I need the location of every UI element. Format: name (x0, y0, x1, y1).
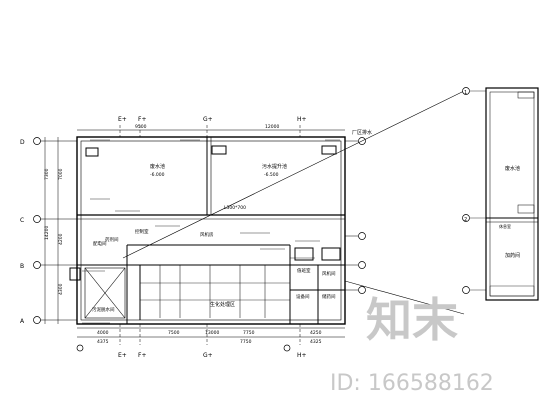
column-label: F+ (138, 116, 146, 123)
room-label: 配电间 (93, 240, 107, 247)
detail-labels: 废水池 加药间 休息室 1 2 (464, 90, 520, 259)
detail-room-label: 休息室 (499, 223, 511, 229)
room-label: 药剂间 (105, 236, 119, 243)
column-label: F+ (138, 352, 146, 359)
grid-axes (40, 125, 358, 345)
column-label: G+ (203, 116, 213, 123)
watermark-id: ID: 166588162 (330, 371, 494, 396)
tank-left-level: -6.000 (150, 172, 165, 178)
room-label: 储药间 (322, 293, 336, 300)
room-labels: 废水池 -6.000 污水提升池 -6.500 L300*700 厂区排水 配电… (92, 129, 372, 313)
column-labels-bottom: E+ F+ G+ H+ (118, 352, 307, 359)
room-label: 控制室 (135, 228, 149, 235)
detail-room-label: 加药间 (505, 252, 520, 259)
detail-plan (470, 87, 539, 301)
detail-bubbles (462, 87, 470, 294)
dimension-text: 9500 12000 4000 7500 13000 7750 4250 437… (44, 124, 322, 345)
right-note: 厂区排水 (352, 129, 372, 136)
dimension-left: 7300 (44, 168, 50, 180)
dimension-bottom: 7500 (168, 330, 180, 336)
column-label: G+ (203, 352, 213, 359)
dimension-top: 9500 (135, 124, 147, 130)
room-label: 生化处理区 (210, 301, 235, 308)
column-labels-top: E+ F+ G+ H+ (118, 116, 307, 123)
row-labels-left: D C B A (20, 139, 25, 325)
room-label: 风机间 (322, 270, 336, 277)
dimension-bottom: 7750 (243, 330, 255, 336)
dimension-bottom: 4250 (310, 330, 322, 336)
room-label: 风机房 (200, 231, 214, 238)
beam-label: L300*700 (224, 205, 246, 211)
room-label: 设备间 (296, 293, 310, 300)
dimension-bottom: 4000 (97, 330, 109, 336)
row-label: C (20, 217, 24, 224)
row-label: D (20, 139, 25, 146)
dimension-top: 12000 (265, 124, 279, 130)
detail-callout-lines (122, 90, 465, 315)
tank-mid-name: 污水提升池 (262, 163, 287, 170)
column-label: E+ (118, 352, 127, 359)
column-label: H+ (297, 116, 307, 123)
dimension-left: 14200 (44, 226, 50, 240)
axis-bubbles (33, 137, 366, 352)
plan-outline (69, 136, 346, 325)
tank-left-name: 废水池 (150, 163, 165, 170)
dimension-bottom: 7750 (240, 339, 252, 345)
tank-mid-level: -6.500 (264, 172, 279, 178)
annotation-leaders (82, 139, 340, 324)
room-label: 值班室 (297, 267, 311, 274)
detail-marker: 2 (464, 217, 467, 223)
row-label: A (20, 318, 25, 325)
dimension-left: 4300 (58, 283, 64, 295)
row-label: B (20, 263, 24, 270)
room-label: 污泥脱水间 (92, 306, 115, 313)
detail-marker: 1 (464, 90, 467, 96)
column-label: H+ (297, 352, 307, 359)
column-label: E+ (118, 116, 127, 123)
watermark-logo: 知末 (366, 293, 458, 347)
detail-room-label: 废水池 (505, 165, 520, 172)
dimension-bottom: 13000 (205, 330, 219, 336)
dimension-bottom: 4375 (97, 339, 109, 345)
dimension-left: 7000 (58, 168, 64, 180)
watermark: 知末 ID: 166588162 (330, 293, 494, 396)
dimension-bottom: 4325 (310, 339, 322, 345)
dimension-left: 4200 (58, 233, 64, 245)
